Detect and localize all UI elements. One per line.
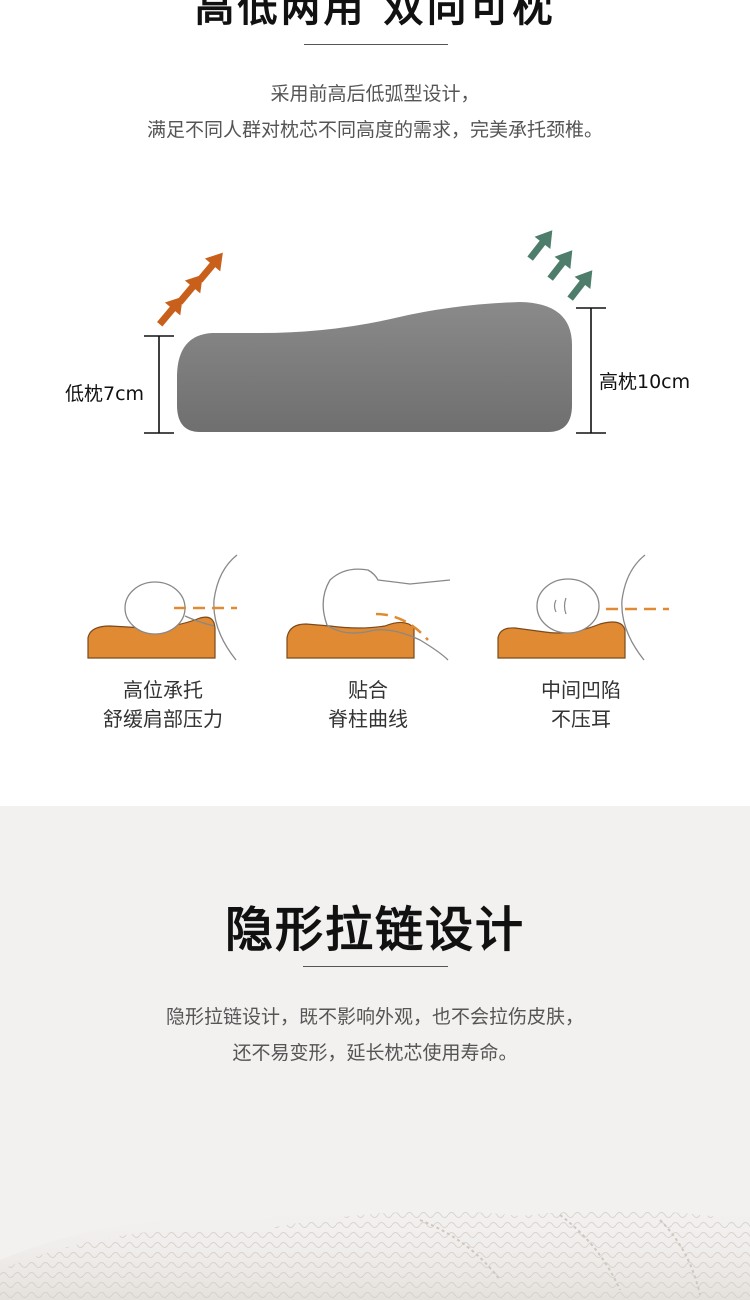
pillow-height-diagram (144, 230, 606, 434)
posture-illustrations (87, 554, 669, 661)
posture-caption-3: 中间凹陷 不压耳 (541, 678, 621, 731)
posture-caption-1: 高位承托 舒缓肩部压力 (103, 678, 223, 731)
description-line-1: 采用前高后低弧型设计， (270, 83, 480, 105)
section-title: 高低两用 双向可枕 (194, 0, 556, 31)
high-height-bracket (576, 307, 606, 434)
title-underline (304, 44, 448, 45)
fabric-texture-image (0, 1198, 750, 1300)
posture-spine-curve-icon (286, 568, 451, 661)
high-side-arrows-icon (527, 230, 593, 301)
low-height-bracket (144, 335, 174, 434)
posture-ear-relief-icon (497, 554, 669, 661)
description-line-2: 满足不同人群对枕芯不同高度的需求，完美承托颈椎。 (146, 119, 603, 141)
low-side-arrows-icon (157, 252, 223, 327)
low-pillow-label: 低枕7cm (65, 383, 145, 405)
zipper-section-title: 隐形拉链设计 (224, 902, 525, 958)
pillow-shape (177, 302, 572, 432)
posture-caption-2: 贴合 脊柱曲线 (328, 678, 408, 731)
high-pillow-label: 高枕10cm (599, 371, 691, 393)
posture-high-support-icon (87, 554, 238, 661)
zipper-description-line-2: 还不易变形，延长枕芯使用寿命。 (232, 1042, 518, 1064)
zipper-title-underline (303, 966, 448, 967)
zipper-description-line-1: 隐形拉链设计，既不影响外观，也不会拉伤皮肤， (165, 1006, 584, 1028)
